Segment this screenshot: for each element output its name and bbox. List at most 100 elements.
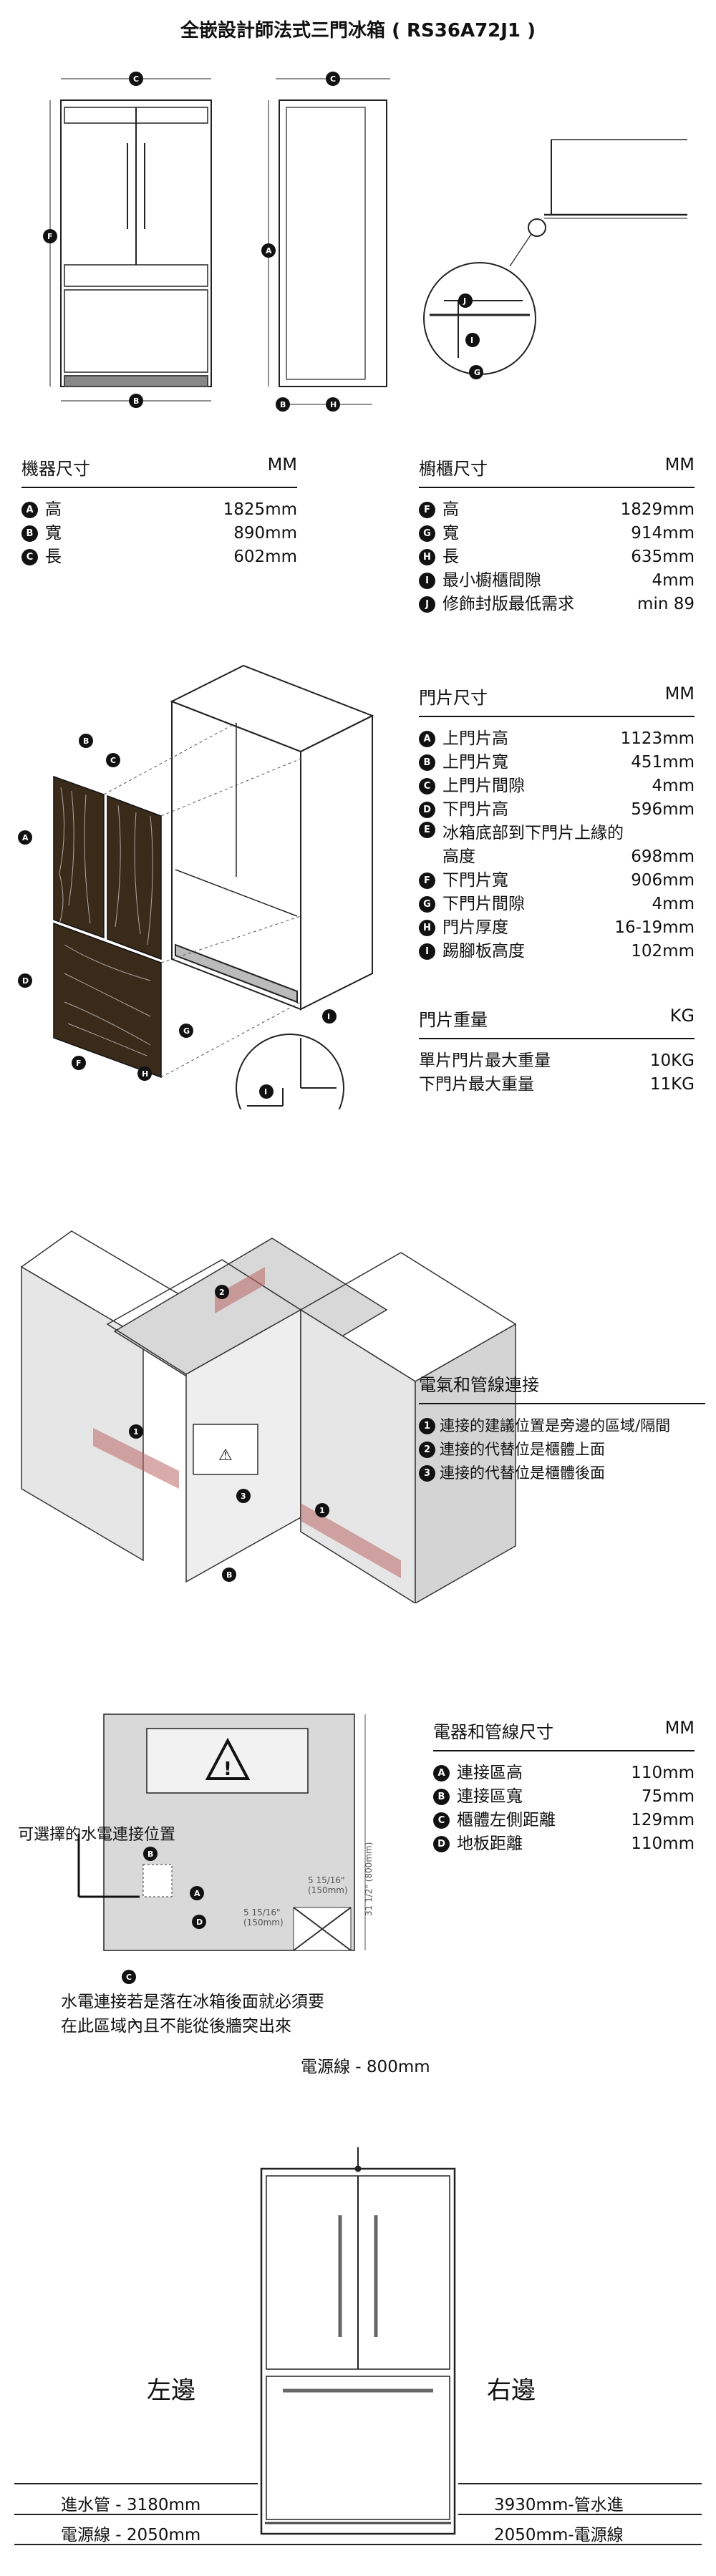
- marker-badge: I: [419, 573, 435, 589]
- table-header: 機器尺寸: [21, 459, 90, 479]
- svg-text:H: H: [330, 400, 337, 409]
- dimension-label: 5 15/16" (150mm): [308, 1875, 348, 1895]
- marker-badge: A: [433, 1765, 450, 1782]
- marker-badge: D: [433, 1836, 450, 1852]
- marker-badge: 3: [419, 1465, 435, 1482]
- marker-badge: F: [419, 873, 435, 889]
- svg-text:A: A: [22, 833, 29, 842]
- svg-text:H: H: [142, 1069, 148, 1079]
- row-label: 單片門片最大重量: [419, 1051, 551, 1070]
- table-header: 櫥櫃尺寸: [419, 459, 488, 479]
- dimension-label-vertical: 31 1/2" (800mm): [364, 1842, 374, 1916]
- row-label: 連接區寬: [457, 1787, 523, 1806]
- marker-badge: C: [419, 778, 435, 794]
- svg-text:F: F: [47, 232, 53, 241]
- marker-badge: C: [21, 549, 38, 565]
- table-header: 門片尺寸: [419, 688, 488, 708]
- table-header: 電器和管線尺寸: [433, 1722, 553, 1742]
- table-unit: MM: [664, 455, 695, 475]
- page-title: 全嵌設計師法式三門冰箱 ( RS36A72J1 ): [180, 20, 536, 42]
- table-header: 電氣和管線連接: [419, 1375, 539, 1395]
- table-unit: KG: [669, 1006, 695, 1026]
- svg-text:A: A: [266, 246, 272, 256]
- svg-text:F: F: [76, 1059, 82, 1068]
- marker-badge: B: [433, 1789, 450, 1805]
- svg-text:B: B: [147, 1850, 153, 1859]
- marker-badge: D: [419, 802, 435, 818]
- marker-badge: H: [419, 920, 435, 936]
- svg-text:3: 3: [241, 1492, 246, 1501]
- svg-text:C: C: [133, 74, 139, 84]
- svg-text:B: B: [226, 1570, 232, 1580]
- svg-text:G: G: [474, 368, 480, 377]
- note-line: 在此區域內且不能從後牆突出來: [61, 2017, 291, 2036]
- table-header: 門片重量: [419, 1010, 488, 1030]
- table-unit: MM: [664, 684, 695, 704]
- right-water-pipe-label: 3930mm-管水進: [494, 2496, 624, 2514]
- row-label: 長: [442, 548, 459, 566]
- svg-text:1: 1: [133, 1427, 139, 1437]
- row-value: 4mm: [652, 895, 695, 913]
- row-label: 最小櫥櫃間隙: [442, 571, 541, 590]
- left-water-pipe-label: 進水管 - 3180mm: [61, 2496, 201, 2514]
- table-row: I 最小櫥櫃間隙 4mm: [419, 569, 695, 593]
- row-label: 連接區高: [457, 1764, 523, 1782]
- row-value: 906mm: [631, 871, 695, 890]
- row-label: 高: [45, 500, 62, 519]
- top-power-cord-label: 電源線 - 800mm: [301, 2058, 430, 2076]
- optional-connection-label: 可選擇的水電連接位置: [18, 1826, 176, 1844]
- row-label: 門片厚度: [442, 918, 508, 937]
- row-value: 602mm: [233, 548, 297, 566]
- marker-badge: J: [419, 596, 435, 613]
- svg-text:J: J: [463, 296, 466, 306]
- row-label: 上門片間隙: [442, 777, 525, 795]
- svg-text:I: I: [470, 336, 473, 345]
- row-label: 下門片間隙: [442, 895, 525, 913]
- row-value: 451mm: [631, 753, 695, 772]
- row-value: 4mm: [652, 571, 695, 590]
- svg-text:B: B: [83, 737, 89, 746]
- row-label: 下門片最大重量: [419, 1075, 534, 1094]
- marker-badge: G: [419, 896, 435, 913]
- marker-badge-c: C: [122, 1970, 136, 1984]
- svg-text:B: B: [280, 400, 286, 409]
- marker-badge: B: [419, 754, 435, 771]
- row-value: 1123mm: [620, 729, 695, 748]
- marker-badge: E: [419, 822, 435, 838]
- row-label: 寬: [45, 524, 62, 543]
- right-side-label: 右邊: [487, 2376, 536, 2405]
- marker-badge: B: [21, 525, 38, 542]
- svg-text:2: 2: [219, 1288, 225, 1297]
- svg-text:C: C: [110, 756, 116, 765]
- row-value: 110mm: [631, 1834, 695, 1853]
- svg-text:D: D: [22, 976, 29, 986]
- svg-text:1: 1: [319, 1506, 325, 1515]
- row-value: 1829mm: [620, 500, 695, 519]
- row-label: 地板距離: [457, 1834, 523, 1853]
- row-label: 上門片寬: [442, 753, 508, 772]
- marker-badge: 1: [419, 1418, 435, 1434]
- right-power-cord-label: 2050mm-電源線: [494, 2526, 624, 2545]
- row-label: 寬: [442, 524, 459, 543]
- item-text: 連接的代替位是櫃體上面: [440, 1441, 605, 1458]
- svg-text:A: A: [194, 1889, 200, 1898]
- svg-text:I: I: [264, 1087, 267, 1097]
